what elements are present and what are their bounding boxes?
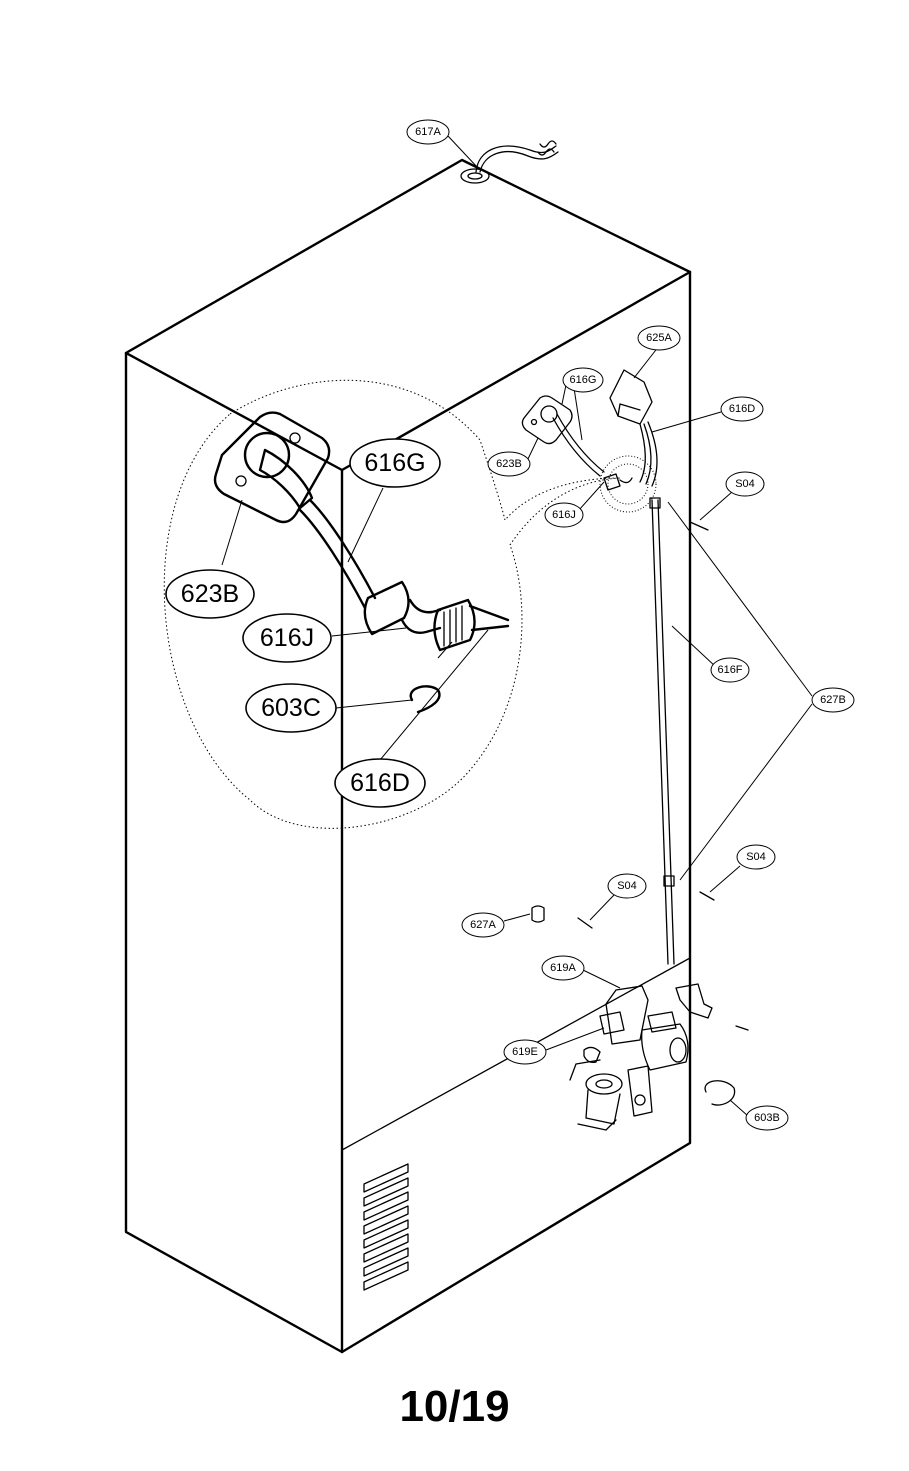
svg-text:616F: 616F bbox=[717, 664, 742, 676]
callout-619A: 619A bbox=[541, 955, 585, 981]
callout-625A: 625A bbox=[637, 325, 681, 351]
svg-text:S04: S04 bbox=[746, 851, 766, 863]
svg-text:623B: 623B bbox=[496, 458, 522, 470]
callout-616D-small: 616D bbox=[720, 396, 764, 422]
svg-text:616D: 616D bbox=[350, 769, 410, 797]
top-grommet-wire bbox=[460, 140, 559, 184]
svg-text:627B: 627B bbox=[820, 694, 846, 706]
svg-text:616G: 616G bbox=[364, 449, 425, 477]
callout-623B-large: 623B bbox=[165, 569, 255, 619]
svg-text:616D: 616D bbox=[729, 403, 755, 415]
page-number: 10/19 bbox=[399, 1382, 510, 1431]
callout-623B-small: 623B bbox=[487, 451, 531, 477]
svg-text:627A: 627A bbox=[470, 919, 496, 931]
vent-louvers bbox=[363, 1163, 409, 1291]
ice-maker-assembly bbox=[521, 369, 749, 1131]
callout-616G-large: 616G bbox=[349, 438, 441, 488]
callout-617A: 617A bbox=[406, 119, 450, 145]
callout-627B: 627B bbox=[811, 687, 855, 713]
detail-bubble bbox=[163, 379, 621, 829]
callout-616G-small: 616G bbox=[562, 367, 604, 393]
svg-text:603C: 603C bbox=[261, 694, 321, 722]
callout-603B: 603B bbox=[745, 1105, 789, 1131]
svg-text:616J: 616J bbox=[260, 624, 314, 652]
callout-619E: 619E bbox=[503, 1039, 547, 1065]
callout-616F: 616F bbox=[710, 657, 750, 683]
callout-616D-large: 616D bbox=[334, 758, 426, 808]
svg-text:619E: 619E bbox=[512, 1046, 538, 1058]
svg-text:616J: 616J bbox=[552, 509, 576, 521]
refrigerator-cabinet bbox=[124, 158, 692, 1354]
callout-616J-small: 616J bbox=[544, 502, 584, 528]
svg-text:S04: S04 bbox=[617, 880, 637, 892]
callout-S04-b: S04 bbox=[736, 844, 776, 870]
svg-text:S04: S04 bbox=[735, 478, 755, 490]
svg-text:616G: 616G bbox=[570, 374, 597, 386]
callout-S04-a: S04 bbox=[725, 471, 765, 497]
svg-text:617A: 617A bbox=[415, 126, 441, 138]
callout-603C-large: 603C bbox=[245, 683, 337, 733]
callout-S04-c: S04 bbox=[607, 873, 647, 899]
svg-text:625A: 625A bbox=[646, 332, 672, 344]
leader-lines bbox=[221, 135, 813, 1117]
callout-627A: 627A bbox=[461, 912, 505, 938]
callout-616J-large: 616J bbox=[242, 613, 332, 663]
svg-text:623B: 623B bbox=[181, 580, 239, 608]
svg-text:619A: 619A bbox=[550, 962, 576, 974]
svg-text:603B: 603B bbox=[754, 1112, 780, 1124]
